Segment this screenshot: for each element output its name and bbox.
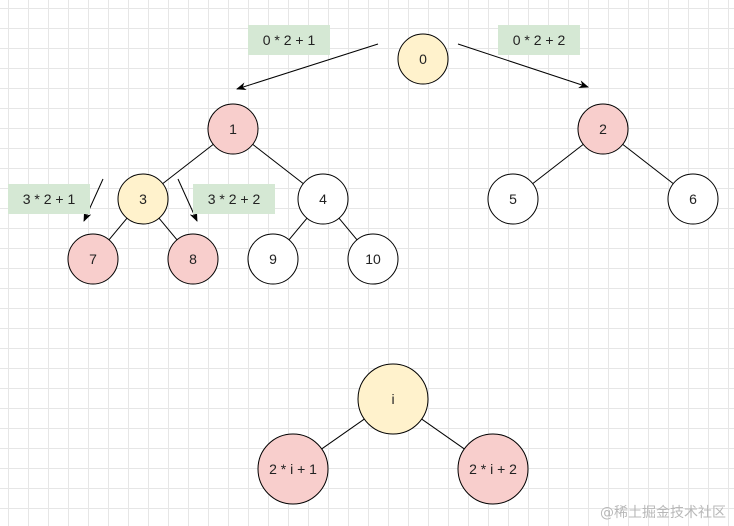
- tree-node-n4: 4: [297, 173, 349, 225]
- edge-n3-n7: [108, 217, 128, 241]
- node-label: 5: [509, 191, 517, 207]
- formula-box-f-3-right: 3 * 2 + 2: [193, 184, 275, 214]
- edge-ni-nleft: [321, 418, 365, 450]
- node-circle: [577, 103, 629, 155]
- node-label: i: [391, 391, 394, 407]
- formula-label: 3 * 2 + 1: [23, 191, 76, 207]
- watermark: @稀土掘金技术社区: [600, 505, 726, 521]
- node-circle: [487, 173, 539, 225]
- index-arrow-1: [457, 43, 589, 88]
- node-label: 9: [269, 251, 277, 267]
- edge-n1-n4: [252, 143, 304, 185]
- node-label: 2 * i + 2: [469, 461, 517, 477]
- node-label: 2: [599, 121, 607, 137]
- tree-node-n3: 3: [117, 173, 169, 225]
- index-arrow-0: [236, 43, 379, 91]
- formula-label: 3 * 2 + 2: [208, 191, 261, 207]
- tree-node-nleft: 2 * i + 1: [257, 433, 329, 505]
- node-label: 8: [189, 251, 197, 267]
- edge-n4-n9: [288, 217, 308, 241]
- tree-node-n7: 7: [67, 233, 119, 285]
- node-circle: [397, 33, 449, 85]
- tree-node-n10: 10: [347, 233, 399, 285]
- tree-node-n0: 0: [397, 33, 449, 85]
- formula-label: 0 * 2 + 2: [513, 32, 566, 48]
- node-circle: [347, 233, 399, 285]
- node-circle: [667, 173, 719, 225]
- edge-n1-n3: [162, 143, 214, 185]
- node-label: 0: [419, 51, 427, 67]
- node-circle: [297, 173, 349, 225]
- node-label: 7: [89, 251, 97, 267]
- edge-n3-n8: [158, 217, 178, 241]
- node-label: 6: [689, 191, 697, 207]
- node-label: 4: [319, 191, 327, 207]
- tree-node-n6: 6: [667, 173, 719, 225]
- formula-label: 0 * 2 + 1: [263, 32, 316, 48]
- tree-node-ni: i: [357, 363, 429, 435]
- formula-box-f-0-left: 0 * 2 + 1: [248, 25, 330, 55]
- tree-node-n2: 2: [577, 103, 629, 155]
- node-label: 10: [365, 251, 381, 267]
- node-label: 3: [139, 191, 147, 207]
- edge-n4-n10: [338, 217, 358, 241]
- tree-node-n5: 5: [487, 173, 539, 225]
- node-circle: [457, 433, 529, 505]
- tree-node-n1: 1: [207, 103, 259, 155]
- node-circle: [117, 173, 169, 225]
- node-label: 2 * i + 1: [269, 461, 317, 477]
- node-circle: [207, 103, 259, 155]
- formula-box-f-0-right: 0 * 2 + 2: [498, 25, 580, 55]
- edge-n2-n5: [532, 143, 584, 185]
- edge-ni-nright: [421, 418, 465, 450]
- node-circle: [167, 233, 219, 285]
- node-circle: [247, 233, 299, 285]
- node-circle: [357, 363, 429, 435]
- edge-n2-n6: [622, 143, 674, 185]
- node-label: 1: [229, 121, 237, 137]
- node-circle: [257, 433, 329, 505]
- node-circle: [67, 233, 119, 285]
- tree-node-n8: 8: [167, 233, 219, 285]
- tree-node-nright: 2 * i + 2: [457, 433, 529, 505]
- formula-box-f-3-left: 3 * 2 + 1: [8, 184, 90, 214]
- tree-node-n9: 9: [247, 233, 299, 285]
